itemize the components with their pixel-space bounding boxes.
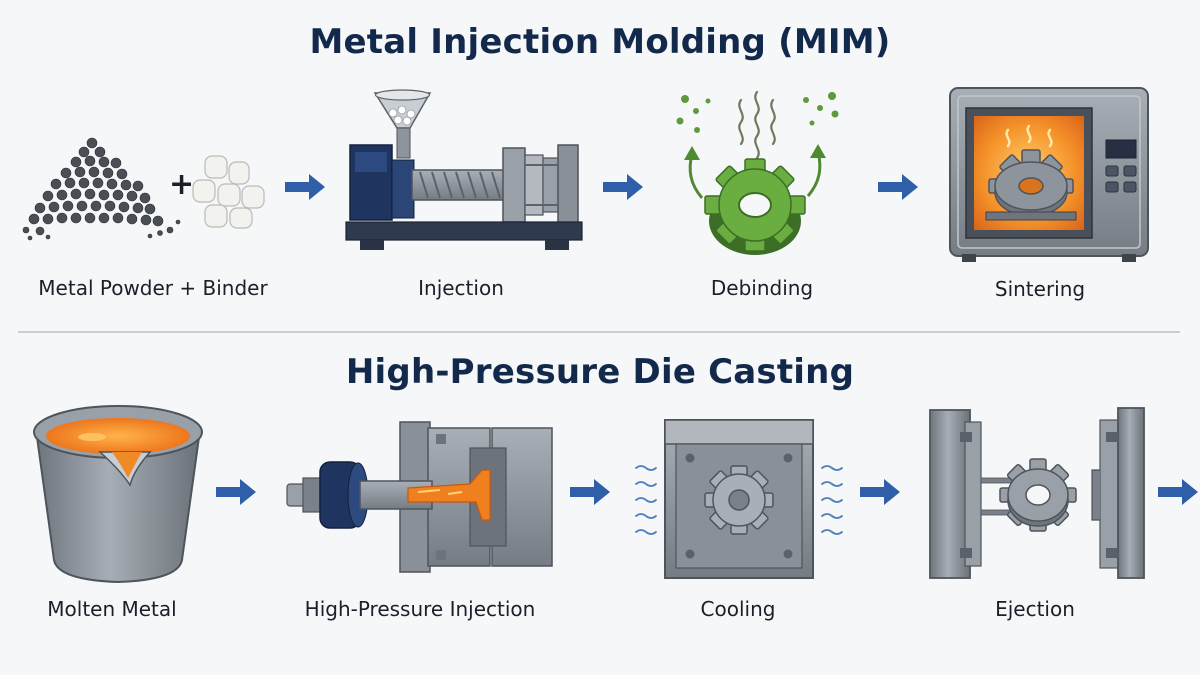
step-label-sintering: Sintering	[994, 277, 1086, 301]
arrow-icon	[860, 479, 900, 505]
arrow-icon	[878, 174, 918, 200]
molten-metal-ladle-icon	[33, 405, 203, 584]
metal-powder-pile	[22, 137, 181, 241]
step-label-debinding: Debinding	[710, 276, 814, 300]
step-label-ejection: Ejection	[995, 597, 1075, 621]
injection-machine-icon	[345, 89, 583, 250]
arrow-icon	[1158, 479, 1198, 505]
die-casting-injection-icon	[286, 421, 553, 573]
hpdc-title: High-Pressure Die Casting	[345, 352, 855, 392]
sintering-furnace-icon	[949, 87, 1149, 262]
debinding-gear-icon	[676, 90, 839, 255]
cooling-die-icon	[635, 419, 843, 579]
vapor-lines	[738, 90, 776, 160]
step-label-molten-metal: Molten Metal	[47, 597, 177, 621]
plus-sign: +	[169, 167, 194, 202]
arrow-icon	[570, 479, 610, 505]
cooling-wave-lines	[635, 465, 843, 535]
step-label-high-pressure-injection: High-Pressure Injection	[304, 597, 536, 621]
arrow-icon	[216, 479, 256, 505]
binder-pellets	[192, 155, 265, 229]
powder-binder-icon: +	[22, 137, 265, 241]
arrow-icon	[285, 174, 325, 200]
step-label-injection: Injection	[418, 276, 504, 300]
mim-title: Metal Injection Molding (MIM)	[309, 22, 891, 62]
section-divider	[18, 331, 1180, 333]
arrow-icon	[603, 174, 643, 200]
step-label-metal-powder-binder: Metal Powder + Binder	[38, 276, 268, 300]
step-label-cooling: Cooling	[700, 597, 776, 621]
ejection-die-icon	[929, 407, 1145, 579]
